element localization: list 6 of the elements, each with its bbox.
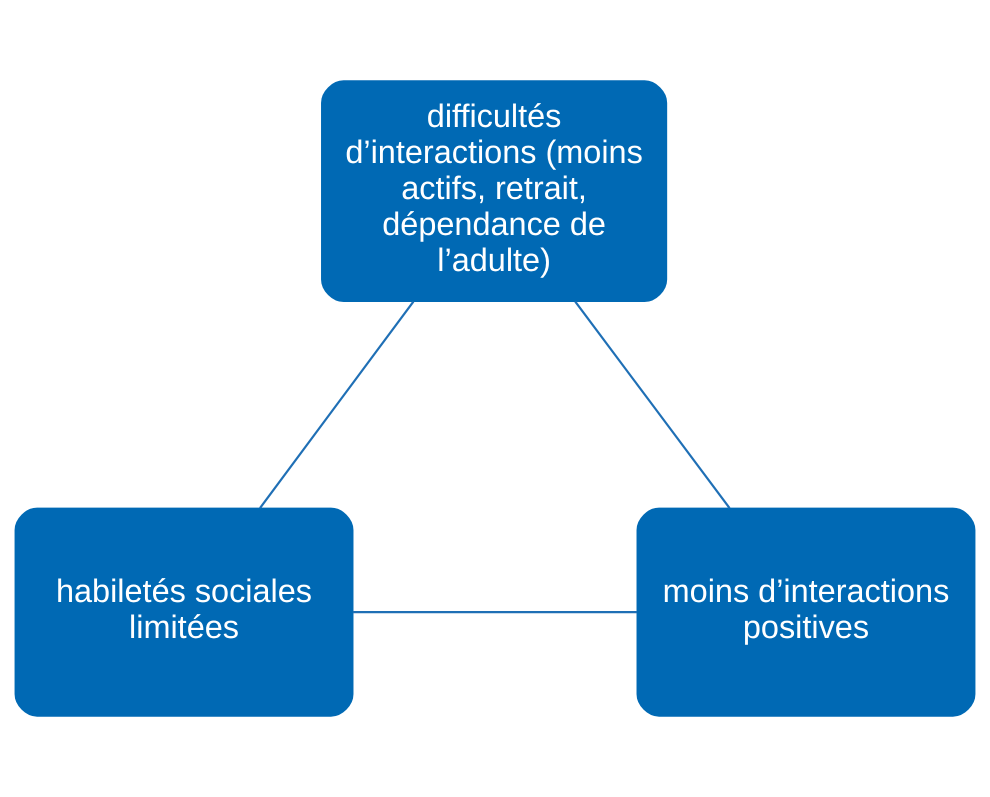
node-box: moins d’interactions positives — [636, 508, 976, 717]
connector — [352, 611, 637, 614]
node-box: difficultés d’interactions (moins actifs, retrait, dépendance de l’adulte) — [321, 80, 668, 302]
connector — [259, 300, 414, 509]
connector — [574, 300, 730, 509]
node-box: habiletés sociales limitées — [14, 508, 354, 717]
